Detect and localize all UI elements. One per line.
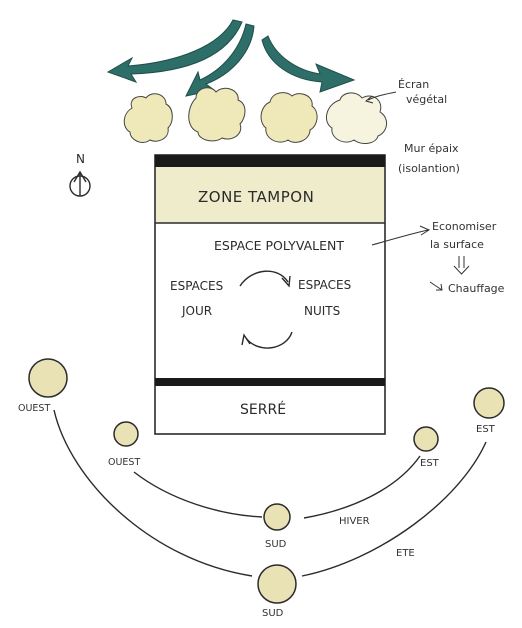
tree-canopy-icon (260, 92, 318, 143)
chauffage-label: Chauffage (448, 282, 505, 295)
compass-north-icon: N (69, 152, 91, 197)
ecran-vegetal-line2: végétal (406, 93, 447, 106)
zone-tampon-label: ZONE TAMPON (198, 188, 314, 206)
summer-south-label: SUD (262, 608, 284, 619)
winter-south-label: SUD (265, 539, 287, 550)
winter-west-label: OUEST (108, 457, 140, 468)
tree-canopy-icon (123, 93, 173, 143)
circulation-arrows-icon (239, 270, 293, 349)
sun-position-icon (257, 564, 297, 604)
pointer-arrow-icon (364, 91, 397, 104)
espaces-jour-label-line2: JOUR (181, 304, 212, 318)
economiser-line2: la surface (430, 238, 484, 251)
sun-position-icon (113, 421, 139, 447)
winter-season-label: HIVER (339, 516, 370, 527)
thick-wall-band (155, 155, 385, 167)
sun-position-icon (473, 387, 505, 419)
summer-sun-path (301, 441, 487, 577)
wind-arrows (106, 19, 356, 97)
summer-west-label: OUEST (18, 403, 50, 414)
summer-east-label: EST (476, 424, 496, 435)
mur-epais-line1: Mur épaix (404, 142, 459, 155)
building-plan: ZONE TAMPON ESPACE POLYVALENT ESPACES JO… (154, 154, 386, 435)
winter-sun-path (133, 471, 263, 518)
sun-position-icon (263, 503, 291, 531)
winter-east-label: EST (420, 458, 440, 469)
wind-arrow-right (261, 35, 356, 93)
tree-canopy-icon (188, 87, 246, 142)
winter-sun-path (303, 455, 421, 519)
vegetation-screen (123, 87, 387, 144)
economiser-line1: Economiser (432, 220, 497, 233)
wind-arrow-left (106, 19, 243, 83)
annotations: Écran végétal Mur épaix (isolantion) Eco… (364, 78, 505, 295)
serre-label: SERRÉ (240, 401, 286, 418)
thick-wall-band (155, 378, 385, 386)
sun-paths: OUEST EST SUD ETE OUEST EST SUD HIVER (18, 358, 505, 619)
espaces-nuits-label-line1: ESPACES (298, 278, 351, 292)
summer-season-label: ETE (396, 548, 415, 559)
sun-position-icon (28, 358, 68, 398)
espaces-jour-label-line1: ESPACES (170, 279, 223, 293)
sun-position-icon (413, 426, 439, 452)
pointer-arrow-icon (429, 281, 443, 291)
summer-sun-path (53, 409, 253, 577)
double-arrow-down-icon (453, 256, 470, 275)
north-label: N (76, 152, 85, 166)
ecran-vegetal-line1: Écran (398, 78, 429, 91)
tree-canopy-icon (325, 92, 387, 144)
pointer-arrow-icon (371, 225, 431, 246)
buffer-zone (156, 167, 384, 223)
mur-epais-line2: (isolantion) (398, 162, 460, 175)
espaces-nuits-label-line2: NUITS (304, 304, 340, 318)
espace-polyvalent-label: ESPACE POLYVALENT (214, 238, 344, 253)
